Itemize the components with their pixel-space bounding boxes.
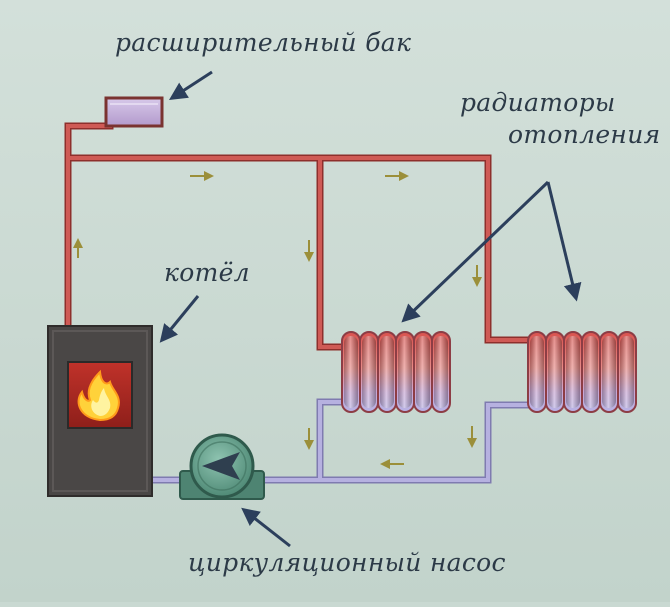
radiators-label-line1: радиаторы: [460, 88, 616, 117]
radiator-pointer-arrow-icon: [546, 181, 582, 302]
pointer-arrows: [159, 70, 582, 548]
flame-icon: [77, 369, 120, 422]
flow-arrow-down-icon: [467, 426, 477, 448]
expansion-tank-label: расширительный бак: [115, 28, 412, 57]
pump-impeller-icon: [202, 452, 240, 480]
boiler-label: котёл: [164, 258, 250, 287]
flow-arrow-up-icon: [73, 238, 83, 258]
radiator-pointer-arrow-icon: [401, 180, 550, 323]
circulation-pump: [179, 433, 265, 500]
return-pipes: [146, 398, 534, 484]
flow-arrow-down-icon: [304, 428, 314, 450]
pump-label: циркуляционный насос: [188, 548, 506, 577]
flow-arrow-down-icon: [472, 265, 482, 287]
radiator-2: [527, 331, 637, 413]
flow-arrow-left-icon: [380, 459, 404, 469]
expansion-tank: [104, 96, 164, 128]
flow-arrow-right-icon: [385, 171, 409, 181]
flow-arrow-down-icon: [304, 240, 314, 262]
boiler-pointer-arrow-icon: [159, 295, 200, 343]
supply-pipes: [64, 122, 534, 351]
flow-arrows: [73, 171, 482, 469]
radiator-1: [341, 331, 451, 413]
boiler: [47, 325, 153, 497]
pump-pointer-arrow-icon: [241, 507, 291, 548]
flow-arrow-right-icon: [190, 171, 214, 181]
radiators-label-line2: отопления: [508, 120, 661, 149]
tank-pointer-arrow-icon: [168, 70, 213, 100]
